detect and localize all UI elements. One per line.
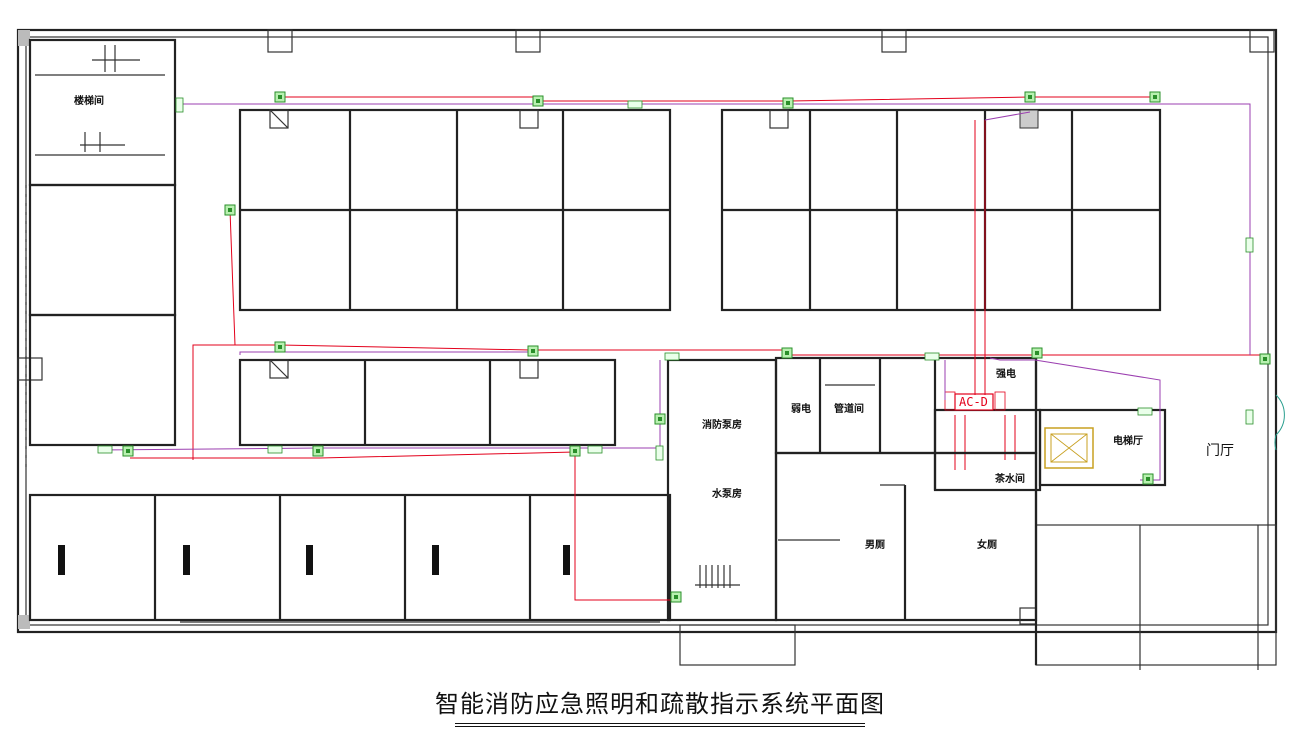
outer-walls [16,28,1278,634]
exit-signs [97,97,1254,461]
lobby: 门厅 [1034,358,1285,670]
room-label-mens-toilet: 男厕 [865,539,885,551]
exit-sign-icon[interactable] [655,445,664,461]
emergency-light-icon[interactable] [312,445,324,457]
emergency-light-icon[interactable] [782,97,794,109]
room-label-water-pump: 水泵房 [711,487,742,500]
emergency-light-icon[interactable] [670,591,682,603]
room-label-tea-room: 茶水间 [994,472,1025,485]
emergency-light-icon[interactable] [569,445,581,457]
emergency-light-icon[interactable] [654,413,666,425]
emergency-light-icon[interactable] [1149,91,1161,103]
exit-sign-icon[interactable] [175,97,184,113]
exit-sign-icon[interactable] [267,445,283,454]
room-label-weak-current: 弱电 [791,402,811,415]
emergency-light-icon[interactable] [532,95,544,107]
room-label-stair: 楼梯间 [74,94,104,107]
emergency-lights [122,91,1271,603]
distribution-panel-icon[interactable]: AC-D [944,391,1016,470]
exit-sign-icon[interactable] [1245,409,1254,425]
stair-room: 楼梯间 [28,38,177,187]
emergency-light-icon[interactable] [224,204,236,216]
emergency-light-icon[interactable] [122,445,134,457]
exit-sign-icon[interactable] [1137,407,1153,416]
emergency-light-icon[interactable] [1259,353,1271,365]
elevator-hall: 电梯厅 [1038,408,1167,487]
room-label-elevator-hall: 电梯厅 [1113,434,1143,447]
grid-block-top-left [238,108,672,312]
emergency-light-icon[interactable] [1142,473,1154,485]
exit-sign-icon[interactable] [627,100,643,109]
emergency-light-icon[interactable] [781,347,793,359]
service-rooms: 弱电 管道间 强电 茶水间 [774,356,1042,492]
left-rooms [25,183,177,470]
emergency-light-icon[interactable] [527,345,539,357]
grid-block-middle [238,358,617,447]
exit-sign-icon[interactable] [664,352,680,361]
room-label-strong-current: 强电 [996,367,1016,380]
room-label-pipe-shaft: 管道间 [834,402,864,415]
elevator-icon [1044,427,1094,469]
drawing-title-block: 智能消防应急照明和疏散指示系统平面图 [380,684,940,727]
title-underline [455,723,865,727]
room-label-womens-toilet: 女厕 [977,538,997,551]
bottom-rooms [28,493,672,622]
exit-sign-icon[interactable] [97,445,113,454]
exit-sign-icon[interactable] [1245,237,1254,253]
emergency-light-icon[interactable] [1024,91,1036,103]
exit-sign-icon[interactable] [587,445,603,454]
purple-circuits [99,103,1251,481]
room-label-fire-pump: 消防泵房 [702,418,742,431]
drawing-title: 智能消防应急照明和疏散指示系统平面图 [435,690,885,718]
emergency-light-icon[interactable] [274,91,286,103]
emergency-light-icon[interactable] [1031,347,1043,359]
grid-block-top-right [720,108,1162,312]
floor-plan: 楼梯间 [16,28,1285,670]
room-label-lobby: 门厅 [1206,443,1234,459]
emergency-light-icon[interactable] [274,341,286,353]
exit-sign-icon[interactable] [924,352,940,361]
panel-label: AC-D [959,395,988,409]
